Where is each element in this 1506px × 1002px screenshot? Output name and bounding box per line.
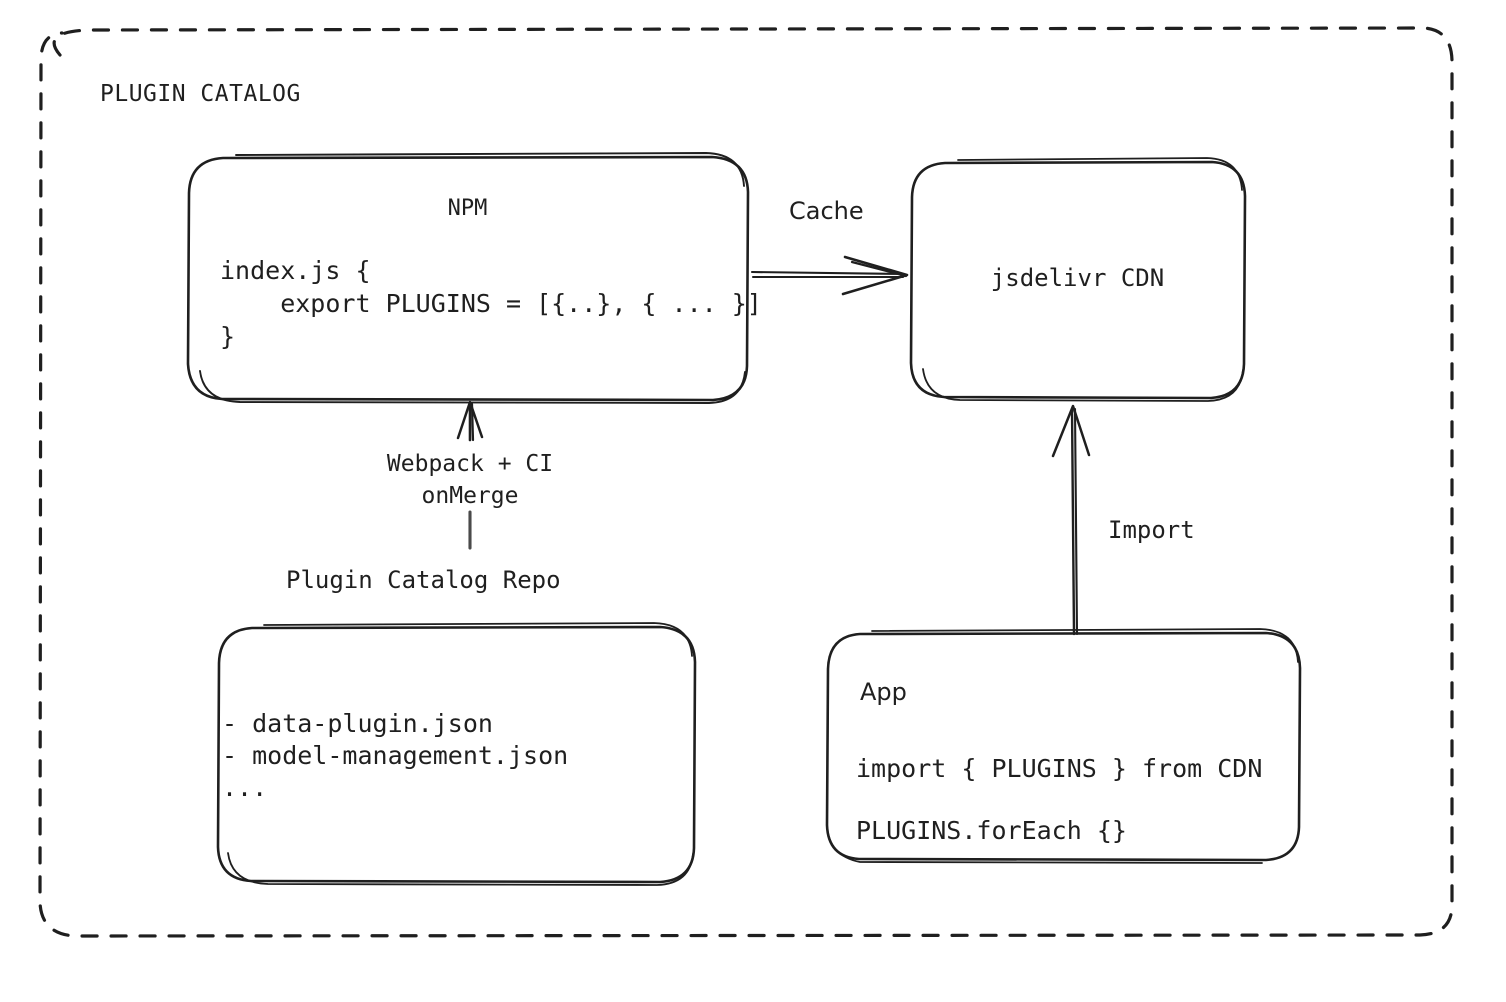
repo-node-shape <box>216 622 697 886</box>
build-edge-label: Webpack + CI onMerge <box>386 451 554 509</box>
group-title: PLUGIN CATALOG <box>100 81 301 107</box>
npm-node-title: NPM <box>447 196 488 221</box>
npm-node-shape <box>186 152 750 404</box>
group-container-border <box>38 26 1454 938</box>
app-node-title: App <box>860 678 907 706</box>
app-code-line-1: import { PLUGINS } from CDN <box>856 754 1263 783</box>
import-arrow <box>1051 404 1091 636</box>
build-arrow <box>456 400 484 550</box>
repo-node-caption: Plugin Catalog Repo <box>286 566 561 594</box>
app-code-line-2: PLUGINS.forEach {} <box>856 816 1127 845</box>
cache-edge-label: Cache <box>789 197 864 225</box>
cdn-node-title: jsdelivr CDN <box>990 264 1165 292</box>
app-node-shape <box>825 628 1302 864</box>
import-edge-label: Import <box>1108 516 1195 544</box>
app-node-code: import { PLUGINS } from CDN PLUGINS.forEa… <box>856 738 1262 862</box>
cache-arrow <box>750 255 909 296</box>
repo-node-code: - data-plugin.json - model-management.js… <box>222 709 569 802</box>
cdn-node-shape <box>909 157 1247 402</box>
npm-node-code: index.js { export PLUGINS = [{..}, { ...… <box>220 256 762 351</box>
